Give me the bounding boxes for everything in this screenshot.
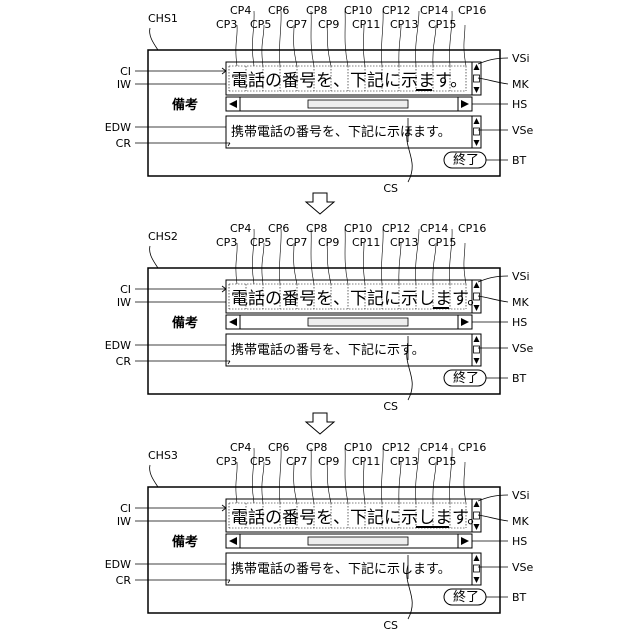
cp-label-top: CP4 (230, 222, 251, 235)
vsi-label: VSi (512, 489, 530, 502)
cp-label-bottom: CP9 (318, 18, 339, 31)
edw-label: EDW (105, 339, 131, 352)
iw-label: IW (117, 78, 131, 91)
cp-label-top: CP14 (420, 4, 448, 17)
cp-label-bottom: CP5 (250, 18, 271, 31)
cp-label-top: CP10 (344, 4, 372, 17)
end-button[interactable]: 終了 (453, 589, 479, 605)
cp-label-bottom: CP3 (216, 455, 237, 468)
ci-label: CI (120, 65, 131, 78)
cp-label-top: CP6 (268, 441, 289, 454)
cp-label-bottom: CP3 (216, 18, 237, 31)
cp-label-bottom: CP15 (428, 18, 456, 31)
ci-label: CI (120, 283, 131, 296)
bt-label: BT (512, 154, 527, 167)
cp-label-top: CP10 (344, 222, 372, 235)
cp-label-bottom: CP13 (390, 236, 418, 249)
end-button[interactable]: 終了 (453, 152, 479, 168)
cr-label: CR (116, 137, 132, 150)
cp-label-top: CP10 (344, 441, 372, 454)
screen-label: CHS1 (148, 12, 178, 25)
remarks-label: 備考 (172, 97, 198, 113)
cp-label-top: CP16 (458, 222, 486, 235)
cr-label: CR (116, 574, 132, 587)
cp-label-top: CP12 (382, 222, 410, 235)
bt-label: BT (512, 372, 527, 385)
iw-label: IW (117, 515, 131, 528)
cp-label-top: CP8 (306, 4, 327, 17)
cp-label-top: CP4 (230, 441, 251, 454)
cp-label-bottom: CP13 (390, 18, 418, 31)
mk-label: MK (512, 515, 529, 528)
cp-label-top: CP14 (420, 441, 448, 454)
input-text: 電話の番号を、下記に示ます。 (231, 71, 467, 91)
mk-label: MK (512, 296, 529, 309)
cp-label-top: CP16 (458, 441, 486, 454)
input-text: 電話の番号を、下記に示します。 (231, 508, 484, 528)
cp-label-bottom: CP11 (352, 455, 380, 468)
end-button[interactable]: 終了 (453, 370, 479, 386)
bt-label: BT (512, 591, 527, 604)
hs-label: HS (512, 98, 527, 111)
cs-label: CS (383, 619, 398, 632)
input-text: 電話の番号を、下記に示します。 (231, 289, 484, 309)
vse-label: VSe (512, 561, 534, 574)
cp-label-top: CP4 (230, 4, 251, 17)
cp-label-bottom: CP13 (390, 455, 418, 468)
cp-label-bottom: CP7 (286, 18, 307, 31)
remarks-label: 備考 (172, 534, 198, 550)
cp-label-bottom: CP15 (428, 236, 456, 249)
cs-label: CS (383, 400, 398, 413)
remarks-label: 備考 (172, 315, 198, 331)
vse-label: VSe (512, 124, 534, 137)
cp-label-bottom: CP7 (286, 455, 307, 468)
screen-label: CHS3 (148, 449, 178, 462)
transition-arrow-1 (306, 193, 334, 214)
vse-label: VSe (512, 342, 534, 355)
cp-label-bottom: CP5 (250, 455, 271, 468)
cp-label-top: CP12 (382, 441, 410, 454)
hs-label: HS (512, 535, 527, 548)
cp-label-bottom: CP3 (216, 236, 237, 249)
cp-label-bottom: CP5 (250, 236, 271, 249)
cp-label-top: CP12 (382, 4, 410, 17)
cp-label-bottom: CP9 (318, 236, 339, 249)
edit-text[interactable]: 携帯電話の番号を、下記に示す。 (231, 342, 425, 358)
edit-text[interactable]: 携帯電話の番号を、下記に示ほます。 (231, 124, 451, 140)
cr-label: CR (116, 355, 132, 368)
vsi-label: VSi (512, 52, 530, 65)
mk-label: MK (512, 78, 529, 91)
cp-label-top: CP6 (268, 222, 289, 235)
edit-text[interactable]: 携帯電話の番号を、下記に示します。 (231, 561, 451, 577)
transition-arrow-2 (306, 413, 334, 434)
cp-label-top: CP8 (306, 222, 327, 235)
cp-label-top: CP6 (268, 4, 289, 17)
cp-label-bottom: CP7 (286, 236, 307, 249)
cp-label-bottom: CP9 (318, 455, 339, 468)
cp-label-top: CP16 (458, 4, 486, 17)
hs-label: HS (512, 316, 527, 329)
cp-label-bottom: CP11 (352, 18, 380, 31)
cs-label: CS (383, 182, 398, 195)
edw-label: EDW (105, 121, 131, 134)
cp-label-bottom: CP11 (352, 236, 380, 249)
cp-label-top: CP8 (306, 441, 327, 454)
iw-label: IW (117, 296, 131, 309)
screen-label: CHS2 (148, 230, 178, 243)
cp-label-top: CP14 (420, 222, 448, 235)
vsi-label: VSi (512, 270, 530, 283)
edw-label: EDW (105, 558, 131, 571)
cp-label-bottom: CP15 (428, 455, 456, 468)
ci-label: CI (120, 502, 131, 515)
